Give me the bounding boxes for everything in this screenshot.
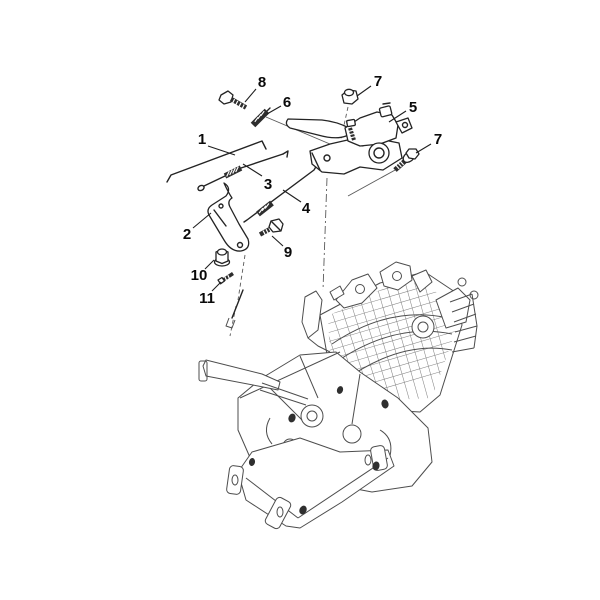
callout-11-label: 11: [199, 290, 215, 307]
callout-9: 9: [271, 235, 292, 261]
callout-10-label: 10: [191, 267, 208, 284]
callout-6-label: 6: [283, 94, 291, 111]
callout-7-right: 7: [415, 131, 442, 154]
assembly-center-lines: [225, 106, 398, 337]
callout-2-label: 2: [183, 226, 191, 243]
part-flange-nut-10: [213, 248, 231, 267]
callout-1: 1: [198, 131, 236, 156]
part-compression-spring-6: [250, 107, 271, 128]
part-flange-screw-7: [393, 148, 420, 172]
callout-9-label: 9: [284, 244, 292, 261]
callout-2: 2: [183, 212, 212, 243]
part-small-screw-11: [217, 272, 234, 285]
part-control-lever-2: [207, 182, 250, 252]
callout-8-label: 8: [258, 74, 266, 91]
callout-11: 11: [199, 281, 222, 307]
part-short-hex-bolt-9: [258, 218, 284, 237]
callouts: 1 2 3 4 5 6 7 7: [183, 73, 442, 307]
callout-7-top-label: 7: [374, 73, 382, 90]
callout-7-top: 7: [356, 73, 382, 97]
callout-7-right-label: 7: [434, 131, 442, 148]
callout-8: 8: [244, 74, 266, 103]
part-hex-bolt-8: [218, 90, 248, 110]
part-cap-nut-7: [341, 88, 359, 105]
callout-10: 10: [191, 259, 215, 284]
linkage-drop-rod: [225, 289, 244, 329]
part-spring-rod-3: [197, 150, 289, 192]
callout-6: 6: [266, 94, 291, 115]
part-throttle-rod-1: [166, 140, 267, 183]
callout-5: 5: [388, 99, 417, 123]
callout-3: 3: [242, 163, 272, 193]
callout-1-label: 1: [198, 131, 206, 148]
callout-4-label: 4: [302, 200, 311, 217]
callout-4: 4: [282, 189, 311, 217]
callout-5-label: 5: [409, 99, 417, 116]
part-lever-bracket-assembly-5: [285, 102, 413, 175]
callout-3-label: 3: [264, 176, 272, 193]
